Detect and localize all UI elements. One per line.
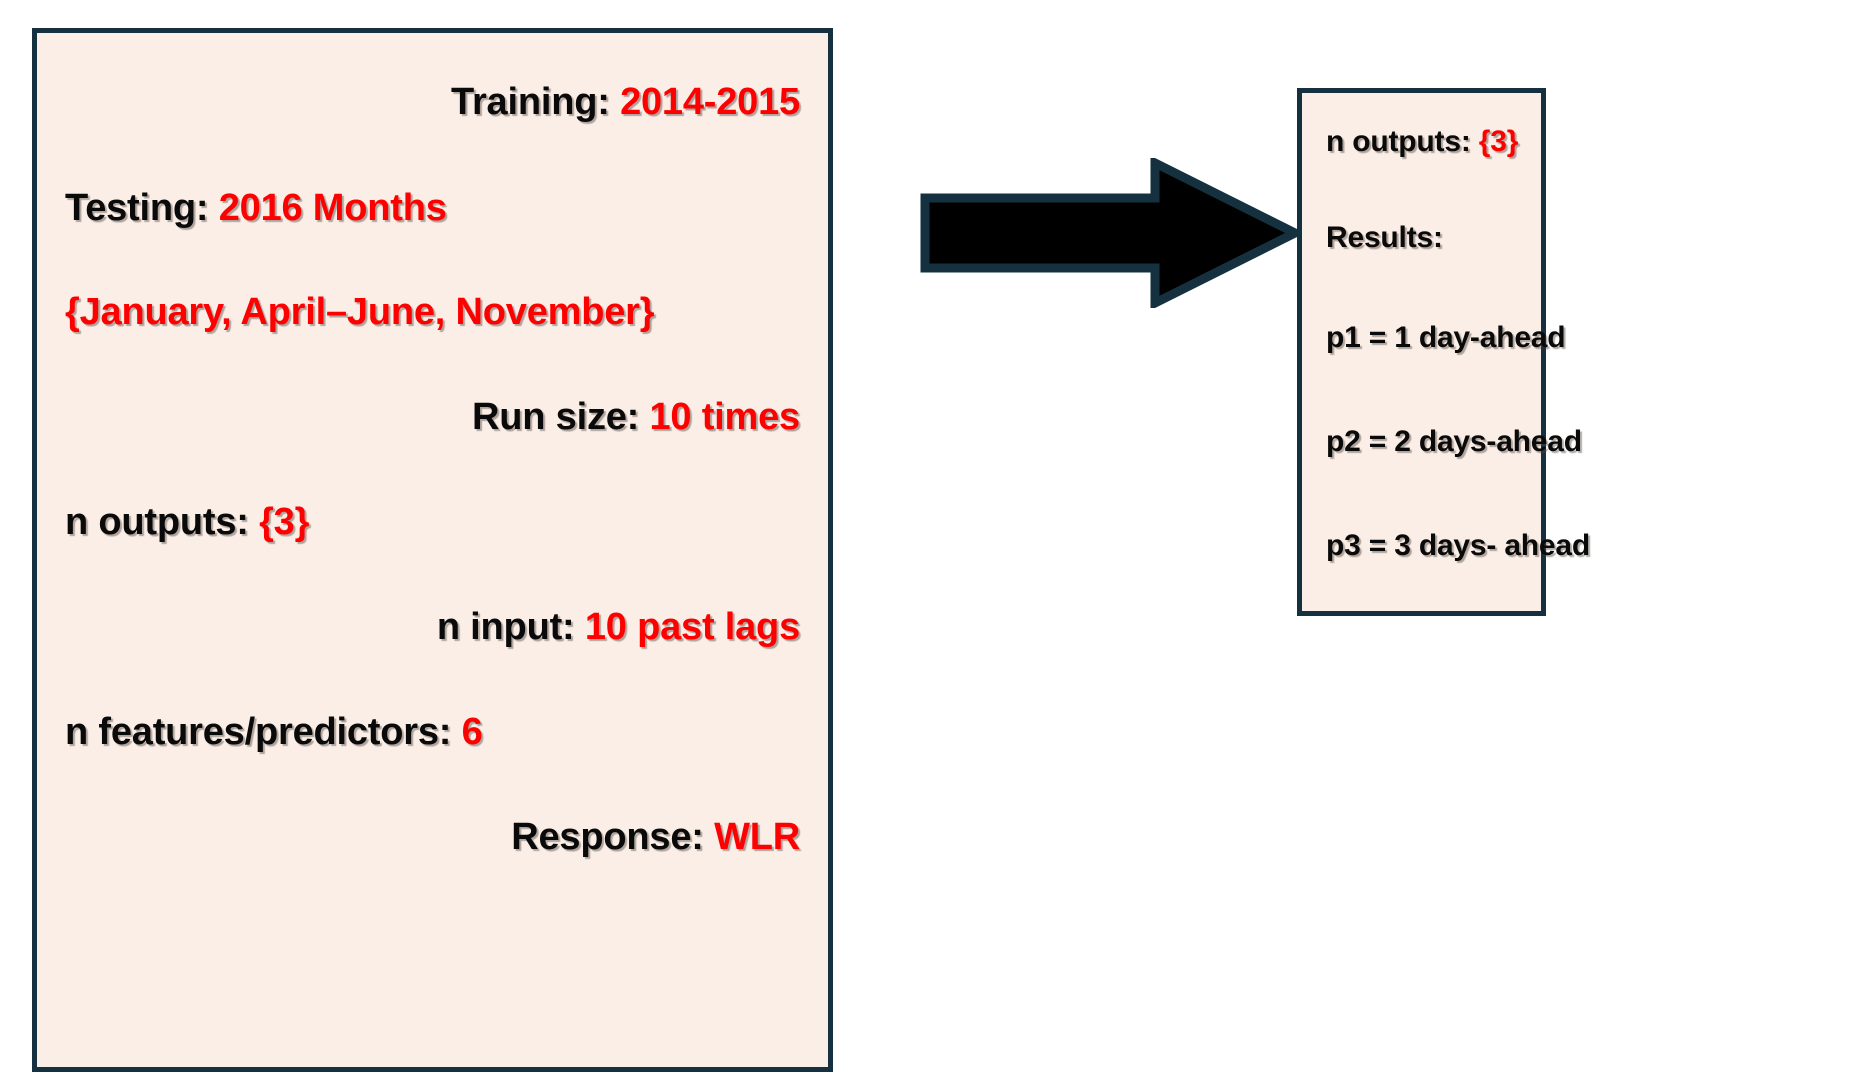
results-prediction-p1: p1 = 1 day-ahead: [1326, 321, 1566, 354]
setup-line-n-input: n input: 10 past lags: [437, 606, 800, 649]
run-size-label: Run size:: [472, 396, 650, 438]
run-size-value: 10 times: [649, 396, 801, 438]
right-arrow-icon: [920, 158, 1300, 308]
setup-line-run-size: Run size: 10 times: [472, 396, 800, 439]
n-outputs-label: n outputs:: [65, 501, 260, 543]
n-features-value: 6: [461, 711, 483, 753]
response-value: WLR: [714, 816, 800, 858]
results-panel: n outputs: {3} Results: p1 = 1 day-ahead…: [1297, 88, 1590, 616]
response-label: Response:: [511, 816, 715, 858]
n-features-label: n features/predictors:: [65, 711, 462, 753]
testing-label: Testing:: [65, 187, 219, 229]
n-input-label: n input:: [436, 606, 585, 648]
n-outputs-value: {3}: [259, 501, 310, 543]
results-n-outputs-label: n outputs:: [1326, 125, 1479, 158]
training-value: 2014-2015: [620, 81, 800, 123]
setup-line-response: Response: WLR: [511, 816, 800, 859]
setup-line-testing-months: {January, April–June, November}: [65, 291, 655, 334]
results-line-n-outputs: n outputs: {3}: [1326, 125, 1518, 159]
testing-value: 2016 Months: [218, 187, 447, 229]
results-heading: Results:: [1326, 221, 1443, 254]
setup-line-n-outputs: n outputs: {3}: [65, 501, 309, 544]
results-prediction-p2: p2 = 2 days-ahead: [1326, 425, 1582, 458]
training-label: Training:: [451, 81, 621, 123]
setup-line-training: Training: 2014-2015: [451, 81, 800, 124]
n-input-value: 10 past lags: [584, 606, 800, 648]
setup-line-testing: Testing: 2016 Months: [65, 187, 447, 230]
months-value: {January, April–June, November}: [65, 291, 655, 333]
setup-line-n-features: n features/predictors: 6: [65, 711, 483, 754]
results-n-outputs-value: {3}: [1478, 125, 1519, 158]
results-prediction-p3: p3 = 3 days- ahead: [1326, 529, 1591, 562]
experiment-setup-panel: Training: 2014-2015 Testing: 2016 Months…: [32, 28, 833, 1072]
